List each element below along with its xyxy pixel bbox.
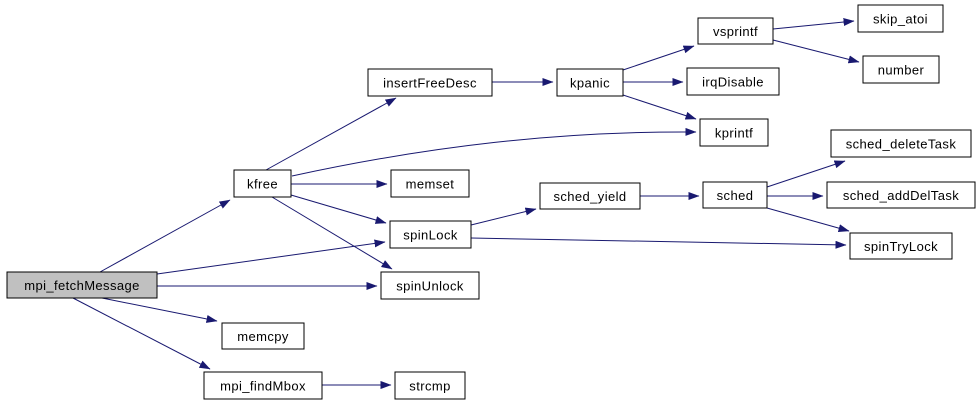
node-mpi_findMbox-label: mpi_findMbox: [220, 379, 306, 394]
node-vsprintf-label: vsprintf: [713, 24, 758, 39]
node-memcpy-box: [221, 322, 305, 350]
node-sched_yield-box: [539, 182, 641, 210]
node-spinTryLock-box: [849, 232, 953, 260]
node-number-box: [862, 55, 940, 84]
node-kpanic-label: kpanic: [570, 76, 610, 91]
node-strcmp-box: [394, 371, 466, 400]
edges-layer: [72, 18, 860, 389]
edge-mpi_fetchMessage-kfree: [99, 199, 231, 273]
edge-kpanic-vsprintf: [622, 45, 695, 71]
node-sched_yield-label: sched_yield: [553, 189, 626, 204]
node-sched_addDelTask[interactable]: sched_addDelTask: [826, 181, 976, 209]
node-spinUnlock[interactable]: spinUnlock: [380, 271, 480, 300]
node-mpi_findMbox[interactable]: mpi_findMbox: [203, 371, 323, 400]
node-kfree-box: [233, 169, 292, 198]
edge-mpi_fetchMessage-mpi_findMbox: [72, 297, 211, 370]
node-sched-label: sched: [717, 188, 754, 203]
node-sched_deleteTask[interactable]: sched_deleteTask: [830, 129, 972, 158]
node-irqDisable-label: irqDisable: [702, 75, 764, 90]
node-number-label: number: [878, 63, 925, 78]
node-insertFreeDesc[interactable]: insertFreeDesc: [367, 68, 493, 97]
nodes-layer: mpi_fetchMessage kfree insertFreeDesc kp…: [6, 4, 976, 400]
node-insertFreeDesc-box: [367, 68, 493, 97]
node-kpanic-box: [556, 68, 624, 97]
node-skip_atoi-label: skip_atoi: [873, 12, 928, 27]
node-sched_yield[interactable]: sched_yield: [539, 182, 641, 210]
node-number[interactable]: number: [862, 55, 940, 84]
edge-kfree-kprintf: [291, 127, 697, 177]
edge-mpi_fetchMessage-spinLock: [156, 239, 386, 275]
node-irqDisable[interactable]: irqDisable: [686, 67, 780, 96]
node-memset-label: memset: [406, 177, 455, 192]
node-kfree-label: kfree: [247, 177, 278, 192]
node-sched_addDelTask-label: sched_addDelTask: [843, 188, 959, 203]
node-spinLock-box: [389, 220, 472, 249]
node-spinTryLock-label: spinTryLock: [864, 239, 938, 254]
edge-vsprintf-number: [772, 39, 860, 64]
node-insertFreeDesc-label: insertFreeDesc: [383, 76, 477, 91]
node-mpi_findMbox-box: [203, 371, 323, 400]
node-spinLock-label: spinLock: [403, 228, 458, 243]
node-sched_deleteTask-box: [830, 129, 972, 158]
node-sched_deleteTask-label: sched_deleteTask: [846, 137, 957, 152]
edge-spinLock-spinTryLock: [470, 237, 847, 249]
node-memset-box: [390, 169, 470, 198]
node-memset[interactable]: memset: [390, 169, 470, 198]
node-kpanic[interactable]: kpanic: [556, 68, 624, 97]
node-spinUnlock-box: [380, 271, 480, 300]
node-kprintf-box: [699, 118, 769, 147]
node-skip_atoi[interactable]: skip_atoi: [857, 4, 944, 33]
node-sched[interactable]: sched: [702, 181, 768, 209]
node-mpi_fetchMessage-label: mpi_fetchMessage: [24, 278, 140, 293]
node-sched-box: [702, 181, 768, 209]
edge-kfree-spinUnlock: [271, 196, 393, 270]
node-mpi_fetchMessage-box: [6, 271, 158, 299]
node-irqDisable-box: [686, 67, 780, 96]
edge-kfree-insertFreeDesc: [265, 97, 397, 171]
node-memcpy-label: memcpy: [237, 329, 289, 344]
node-spinTryLock[interactable]: spinTryLock: [849, 232, 953, 260]
node-vsprintf[interactable]: vsprintf: [697, 17, 774, 45]
node-spinUnlock-label: spinUnlock: [396, 279, 464, 294]
edge-mpi_fetchMessage-memcpy: [101, 297, 218, 323]
edge-kpanic-kprintf: [622, 94, 697, 120]
node-memcpy[interactable]: memcpy: [221, 322, 305, 350]
edge-sched-spinTryLock: [766, 207, 850, 233]
node-vsprintf-box: [697, 17, 774, 45]
node-sched_addDelTask-box: [826, 181, 976, 209]
node-kfree[interactable]: kfree: [233, 169, 292, 198]
node-spinLock[interactable]: spinLock: [389, 220, 472, 249]
node-kprintf[interactable]: kprintf: [699, 118, 769, 147]
node-strcmp[interactable]: strcmp: [394, 371, 466, 400]
node-strcmp-label: strcmp: [409, 379, 450, 394]
edge-vsprintf-skip_atoi: [772, 18, 855, 30]
node-skip_atoi-box: [857, 4, 944, 33]
node-mpi_fetchMessage[interactable]: mpi_fetchMessage: [6, 271, 158, 299]
edge-spinLock-sched_yield: [470, 207, 537, 226]
edge-kfree-spinLock: [290, 194, 387, 224]
node-kprintf-label: kprintf: [715, 126, 753, 141]
edge-sched-sched_deleteTask: [766, 160, 846, 188]
